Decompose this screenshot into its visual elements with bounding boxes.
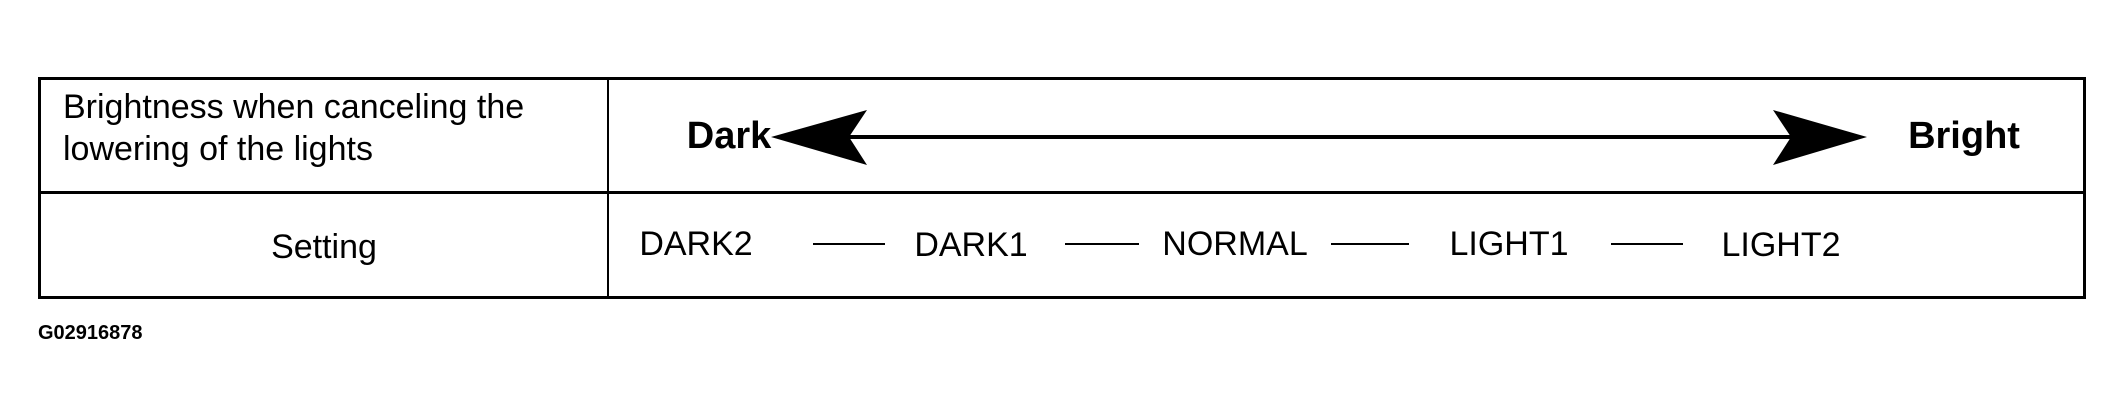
setting-label-cell: Setting — [41, 194, 607, 299]
setting-dark2: DARK2 — [639, 225, 752, 263]
brightness-scale: Dark Bright DARK2 DARK1 NORMAL LIGHT1 LI… — [639, 110, 2020, 264]
left-arrowhead-icon — [771, 110, 867, 165]
bright-label: Bright — [1908, 115, 2020, 157]
setting-light1: LIGHT1 — [1449, 225, 1568, 263]
row-divider — [41, 191, 2083, 194]
column-divider — [607, 80, 609, 296]
brightness-label-line-1: Brightness when canceling the — [63, 88, 525, 126]
setting-dark1: DARK1 — [914, 226, 1027, 264]
setting-normal: NORMAL — [1162, 225, 1307, 263]
figure-code: G02916878 — [38, 322, 143, 344]
dark-label: Dark — [687, 115, 772, 157]
brightness-label-cell: Brightness when canceling the lowering o… — [41, 86, 607, 191]
brightness-label-line-2: lowering of the lights — [63, 130, 373, 168]
setting-label: Setting — [271, 227, 377, 266]
setting-light2: LIGHT2 — [1721, 226, 1840, 264]
brightness-setting-table: Brightness when canceling the lowering o… — [38, 77, 2086, 299]
right-arrowhead-icon — [1773, 110, 1867, 165]
